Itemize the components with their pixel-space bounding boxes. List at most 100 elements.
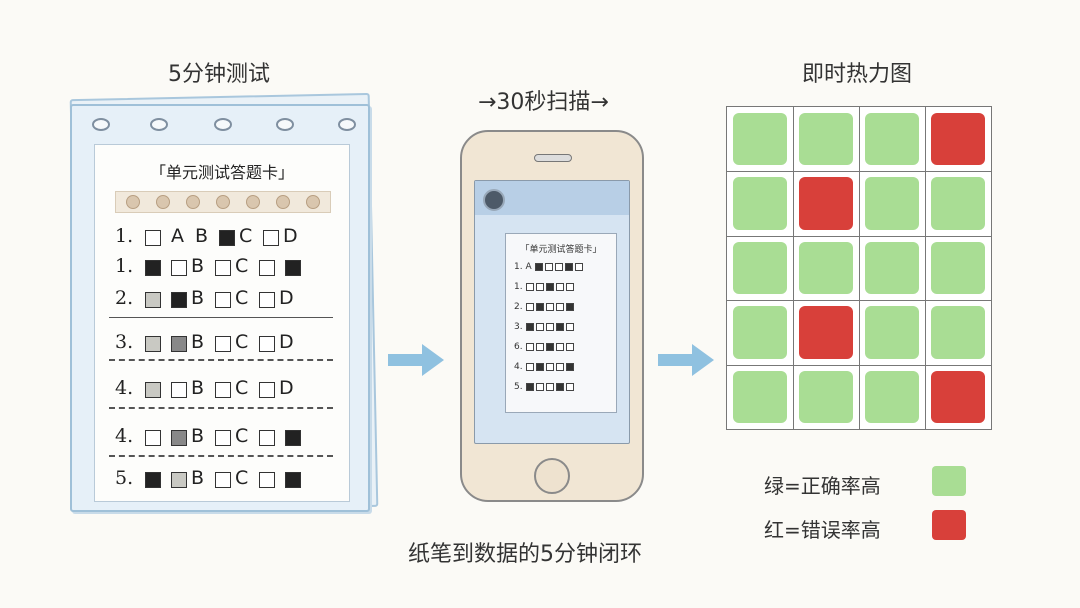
grid-line: [727, 235, 991, 237]
heatmap-fill: [799, 177, 853, 230]
scanned-bubble: [566, 362, 575, 371]
scan-title: →30秒扫描→: [478, 90, 609, 115]
heatmap-cell-green[interactable]: [793, 107, 859, 171]
heatmap-cell-green[interactable]: [859, 300, 925, 364]
choice-letter: B: [191, 331, 205, 353]
heatmap-cell-green[interactable]: [727, 171, 793, 235]
answer-bubble[interactable]: [259, 472, 275, 488]
answer-bubble[interactable]: [171, 430, 187, 446]
answer-bubble[interactable]: [145, 472, 161, 488]
scanned-bubble: [536, 342, 545, 351]
heatmap-cell-green[interactable]: [859, 107, 925, 171]
right-arrow-icon: [658, 344, 714, 376]
answer-bubble[interactable]: [259, 292, 275, 308]
question-number: 4.: [115, 377, 134, 399]
choice-letter: A: [171, 225, 184, 247]
heatmap-cell-red[interactable]: [925, 365, 991, 429]
home-button[interactable]: [534, 458, 570, 494]
heatmap-cell-red[interactable]: [793, 171, 859, 235]
heatmap-fill: [733, 306, 787, 359]
row-divider: [109, 407, 333, 409]
answer-bubble[interactable]: [259, 336, 275, 352]
scanned-bubble: [526, 302, 535, 311]
answer-bubble[interactable]: [263, 230, 279, 246]
heatmap-cell-green[interactable]: [925, 300, 991, 364]
scanned-bubble: [575, 262, 584, 271]
heatmap-cell-green[interactable]: [793, 365, 859, 429]
heatmap-cell-red[interactable]: [925, 107, 991, 171]
answer-bubble[interactable]: [215, 260, 231, 276]
answer-bubble[interactable]: [285, 430, 301, 446]
answer-bubble[interactable]: [171, 382, 187, 398]
heatmap-fill: [799, 370, 853, 423]
heatmap-cell-green[interactable]: [727, 107, 793, 171]
scanned-bubble: [566, 382, 575, 391]
answer-bubble[interactable]: [145, 430, 161, 446]
binder-holes: [86, 118, 356, 134]
answer-bubble[interactable]: [285, 472, 301, 488]
answer-bubble[interactable]: [219, 230, 235, 246]
choice-letter: D: [279, 331, 294, 353]
question-number: 1.: [115, 255, 134, 277]
question-number: 3.: [115, 331, 134, 353]
scanned-row-label: 3.: [514, 322, 526, 332]
scanned-row: 1.: [514, 282, 575, 292]
scanned-bubble: [546, 342, 555, 351]
heatmap-fill: [931, 306, 985, 359]
grid-line: [925, 107, 926, 429]
scanned-bubble: [546, 362, 555, 371]
answer-bubble[interactable]: [171, 292, 187, 308]
scanned-bubble: [566, 282, 575, 291]
heatmap-cell-green[interactable]: [727, 300, 793, 364]
heatmap-cell-green[interactable]: [859, 171, 925, 235]
answer-bubble[interactable]: [145, 336, 161, 352]
scanned-bubble: [526, 382, 535, 391]
heatmap-cell-green[interactable]: [727, 365, 793, 429]
answer-bubble[interactable]: [215, 430, 231, 446]
scanned-bubble: [565, 262, 574, 271]
answer-bubble[interactable]: [171, 336, 187, 352]
scanned-row-label: 1.: [514, 282, 526, 292]
heatmap-fill: [865, 113, 919, 166]
heatmap-cell-green[interactable]: [925, 171, 991, 235]
scanned-bubble: [555, 262, 564, 271]
answer-bubble[interactable]: [145, 230, 161, 246]
answer-bubble[interactable]: [215, 336, 231, 352]
answer-bubble[interactable]: [145, 260, 161, 276]
answer-bubble[interactable]: [285, 260, 301, 276]
scanned-bubble: [546, 282, 555, 291]
answer-bubble[interactable]: [145, 292, 161, 308]
heatmap-fill: [733, 177, 787, 230]
camera-icon: [483, 189, 505, 211]
grid-line: [727, 364, 991, 366]
answer-bubble[interactable]: [259, 430, 275, 446]
answer-bubble[interactable]: [215, 382, 231, 398]
answer-bubble[interactable]: [259, 382, 275, 398]
scanned-bubble: [536, 322, 545, 331]
scanned-row: 3.: [514, 322, 575, 332]
answer-bubble[interactable]: [215, 472, 231, 488]
scanned-bubble: [546, 382, 555, 391]
question-number: 4.: [115, 425, 134, 447]
question-number: 5.: [115, 467, 134, 489]
heatmap-cell-green[interactable]: [793, 236, 859, 300]
grid-line: [859, 107, 860, 429]
heatmap-cell-green[interactable]: [925, 236, 991, 300]
bottom-caption: 纸笔到数据的5分钟闭环: [408, 542, 642, 567]
heatmap-cell-green[interactable]: [859, 365, 925, 429]
answer-bubble[interactable]: [171, 260, 187, 276]
answer-bubble[interactable]: [171, 472, 187, 488]
row-divider: [109, 359, 333, 361]
heatmap-cell-green[interactable]: [727, 236, 793, 300]
answer-bubble[interactable]: [215, 292, 231, 308]
heatmap-cell-red[interactable]: [793, 300, 859, 364]
choice-letter: D: [283, 225, 298, 247]
answer-bubble[interactable]: [259, 260, 275, 276]
answer-bubble[interactable]: [145, 382, 161, 398]
choice-letter: B: [191, 425, 205, 447]
heatmap-cell-green[interactable]: [859, 236, 925, 300]
